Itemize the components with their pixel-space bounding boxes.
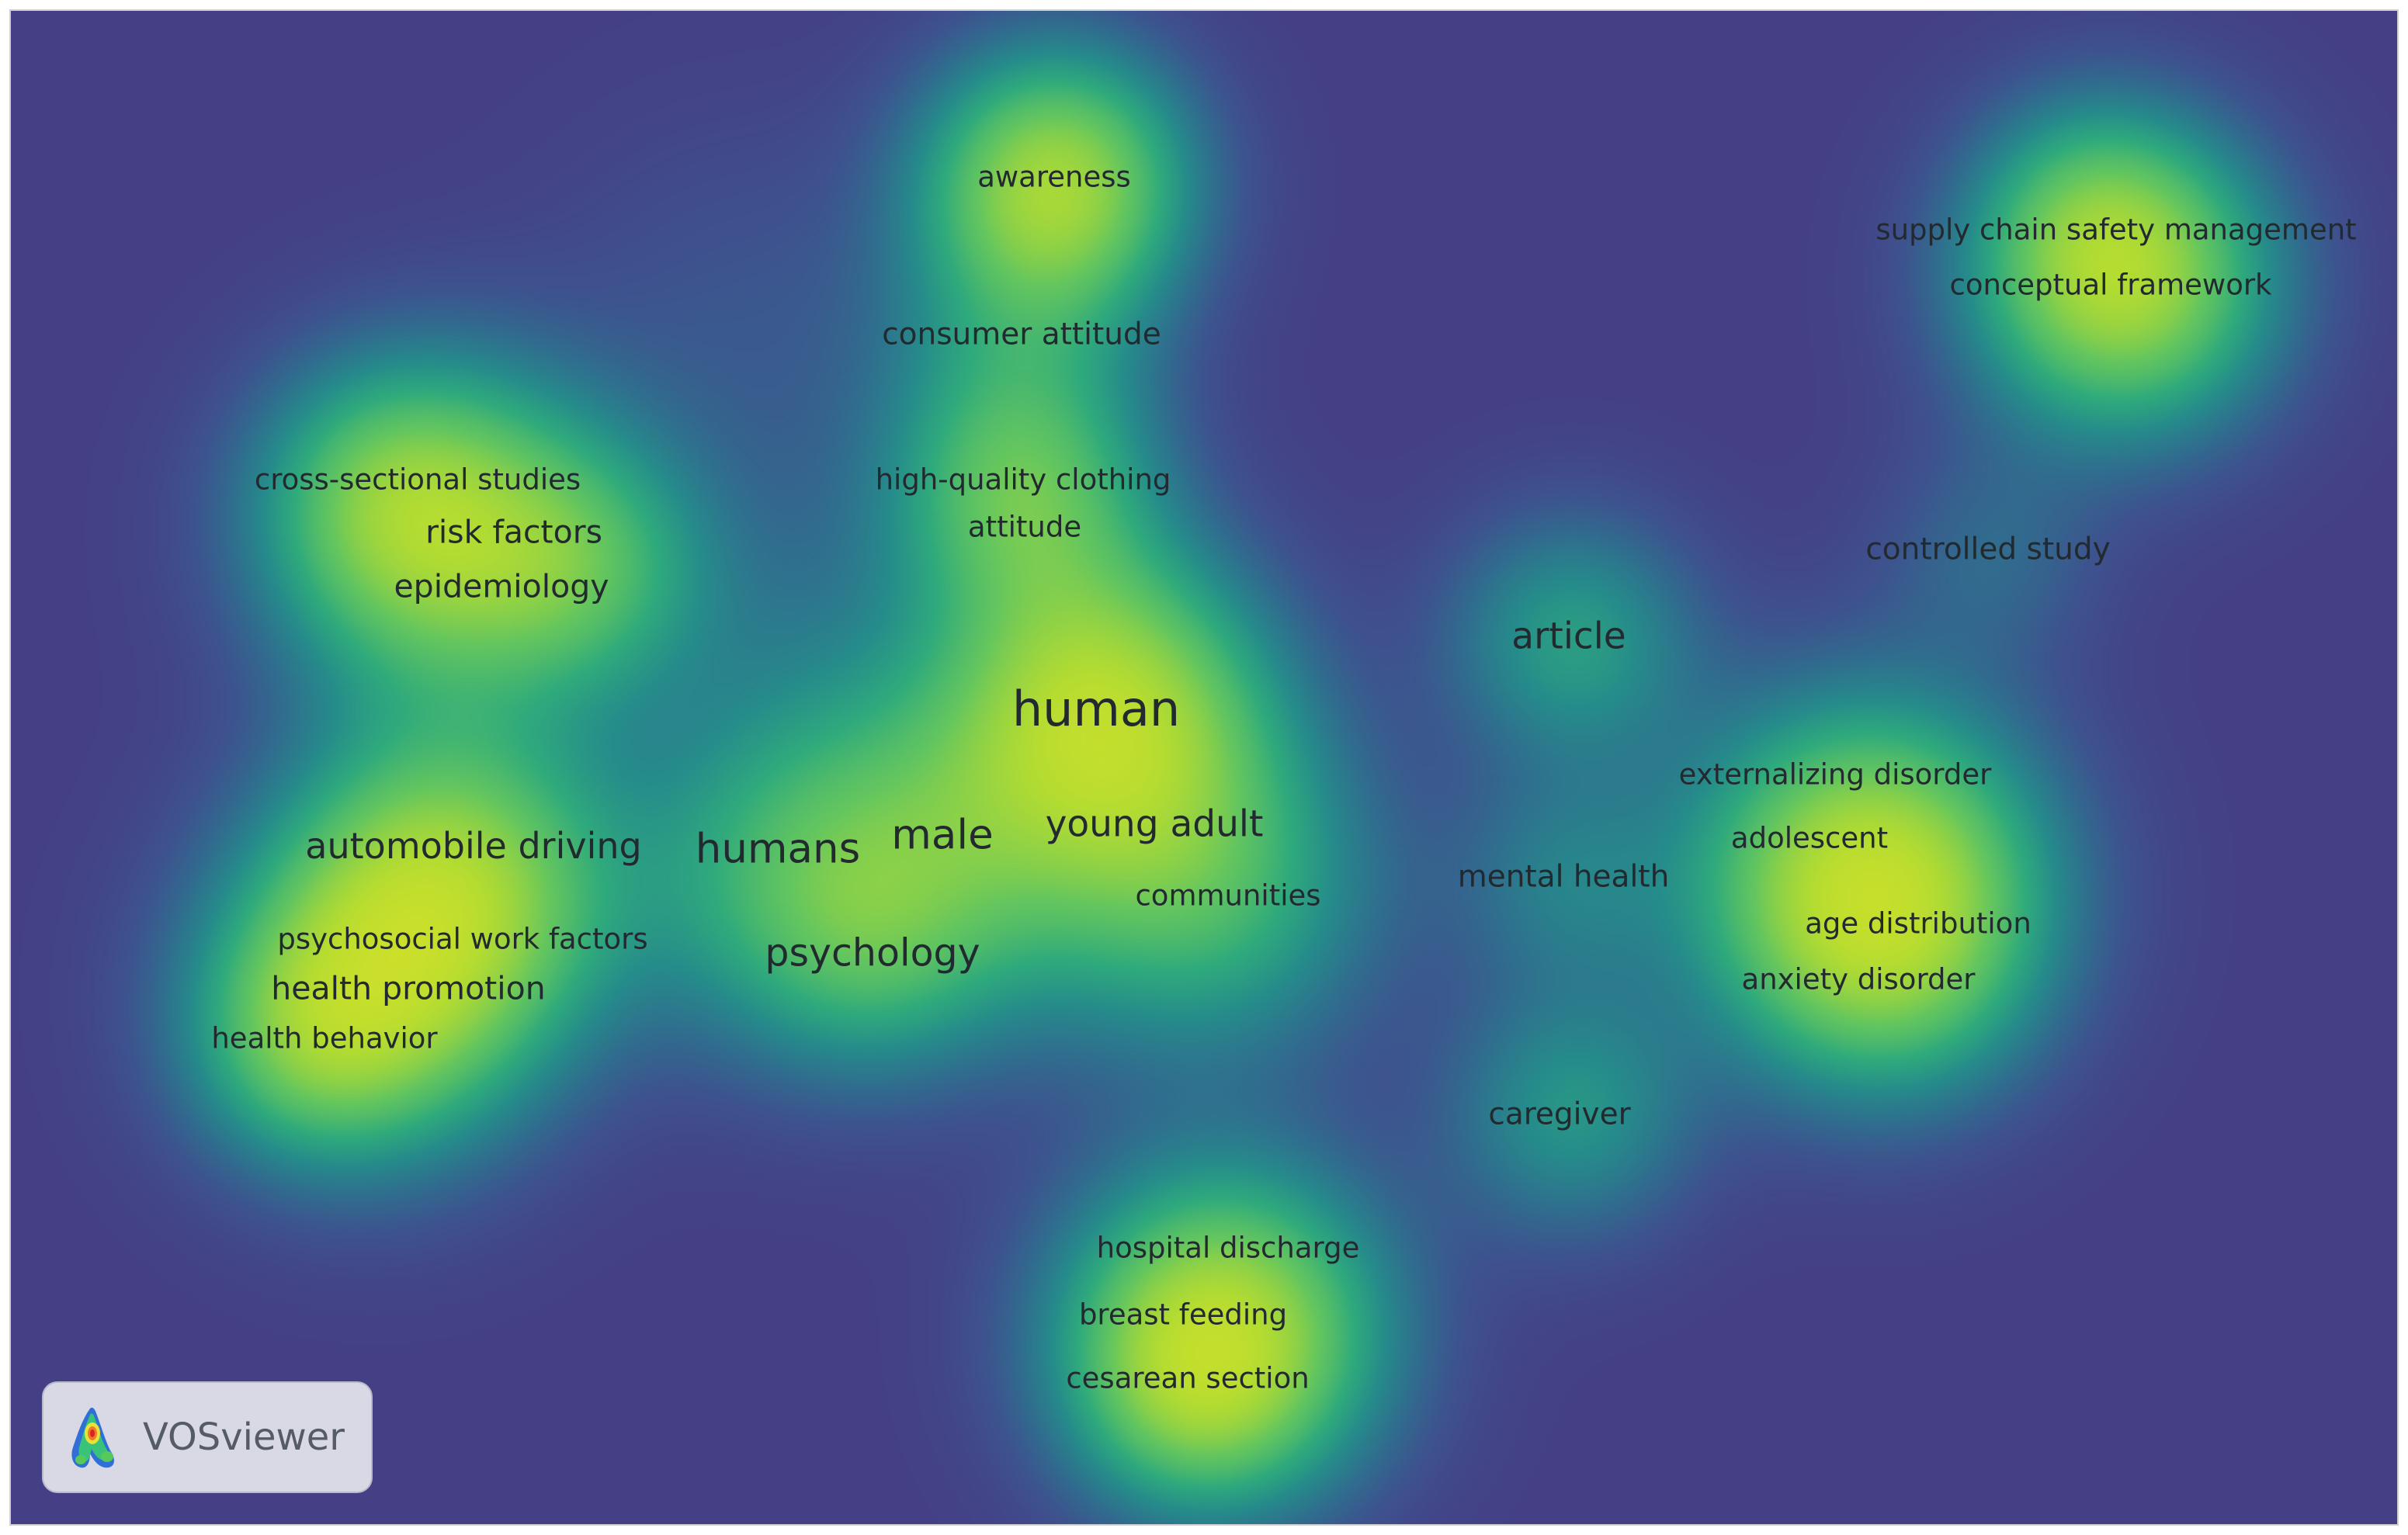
term-article[interactable]: article bbox=[1511, 615, 1626, 658]
term-young-adult[interactable]: young adult bbox=[1045, 802, 1264, 846]
term-risk-factors[interactable]: risk factors bbox=[425, 513, 602, 551]
term-human[interactable]: human bbox=[1011, 681, 1181, 737]
term-psychology[interactable]: psychology bbox=[765, 930, 980, 975]
term-male[interactable]: male bbox=[891, 811, 994, 859]
term-conceptual-framework[interactable]: conceptual framework bbox=[1949, 268, 2272, 302]
term-hospital-discharge[interactable]: hospital discharge bbox=[1096, 1231, 1360, 1265]
term-caregiver[interactable]: caregiver bbox=[1488, 1097, 1631, 1132]
term-anxiety-disorder[interactable]: anxiety disorder bbox=[1741, 962, 1976, 996]
term-externalizing-disorder[interactable]: externalizing disorder bbox=[1678, 757, 1992, 792]
vosviewer-logo: VOSviewer bbox=[42, 1381, 373, 1493]
term-attitude[interactable]: attitude bbox=[967, 510, 1082, 544]
term-epidemiology[interactable]: epidemiology bbox=[394, 567, 609, 605]
term-awareness[interactable]: awareness bbox=[977, 160, 1131, 194]
vosviewer-logo-icon bbox=[71, 1407, 114, 1468]
term-humans[interactable]: humans bbox=[695, 825, 861, 873]
term-breast-feeding[interactable]: breast feeding bbox=[1078, 1298, 1288, 1332]
term-controlled-study[interactable]: controlled study bbox=[1865, 532, 2111, 567]
term-cesarean-section[interactable]: cesarean section bbox=[1066, 1361, 1310, 1395]
density-heatmap bbox=[11, 11, 2397, 1524]
density-map-view[interactable]: awareness consumer attitude supply chain s… bbox=[9, 9, 2399, 1526]
term-consumer-attitude[interactable]: consumer attitude bbox=[882, 317, 1161, 352]
term-health-promotion[interactable]: health promotion bbox=[271, 969, 546, 1007]
term-adolescent[interactable]: adolescent bbox=[1730, 821, 1889, 855]
term-high-quality-clothing[interactable]: high-quality clothing bbox=[875, 463, 1171, 497]
vosviewer-logo-text: VOSviewer bbox=[143, 1415, 345, 1459]
term-psychosocial-work-factors[interactable]: psychosocial work factors bbox=[277, 922, 648, 956]
term-mental-health[interactable]: mental health bbox=[1457, 859, 1670, 895]
term-automobile-driving[interactable]: automobile driving bbox=[305, 825, 642, 867]
term-supply-chain-safety-management[interactable]: supply chain safety management bbox=[1875, 213, 2357, 247]
term-communities[interactable]: communities bbox=[1135, 878, 1321, 913]
term-health-behavior[interactable]: health behavior bbox=[211, 1021, 438, 1055]
term-age-distribution[interactable]: age distribution bbox=[1805, 906, 2032, 941]
term-cross-sectional-studies[interactable]: cross-sectional studies bbox=[254, 463, 581, 497]
